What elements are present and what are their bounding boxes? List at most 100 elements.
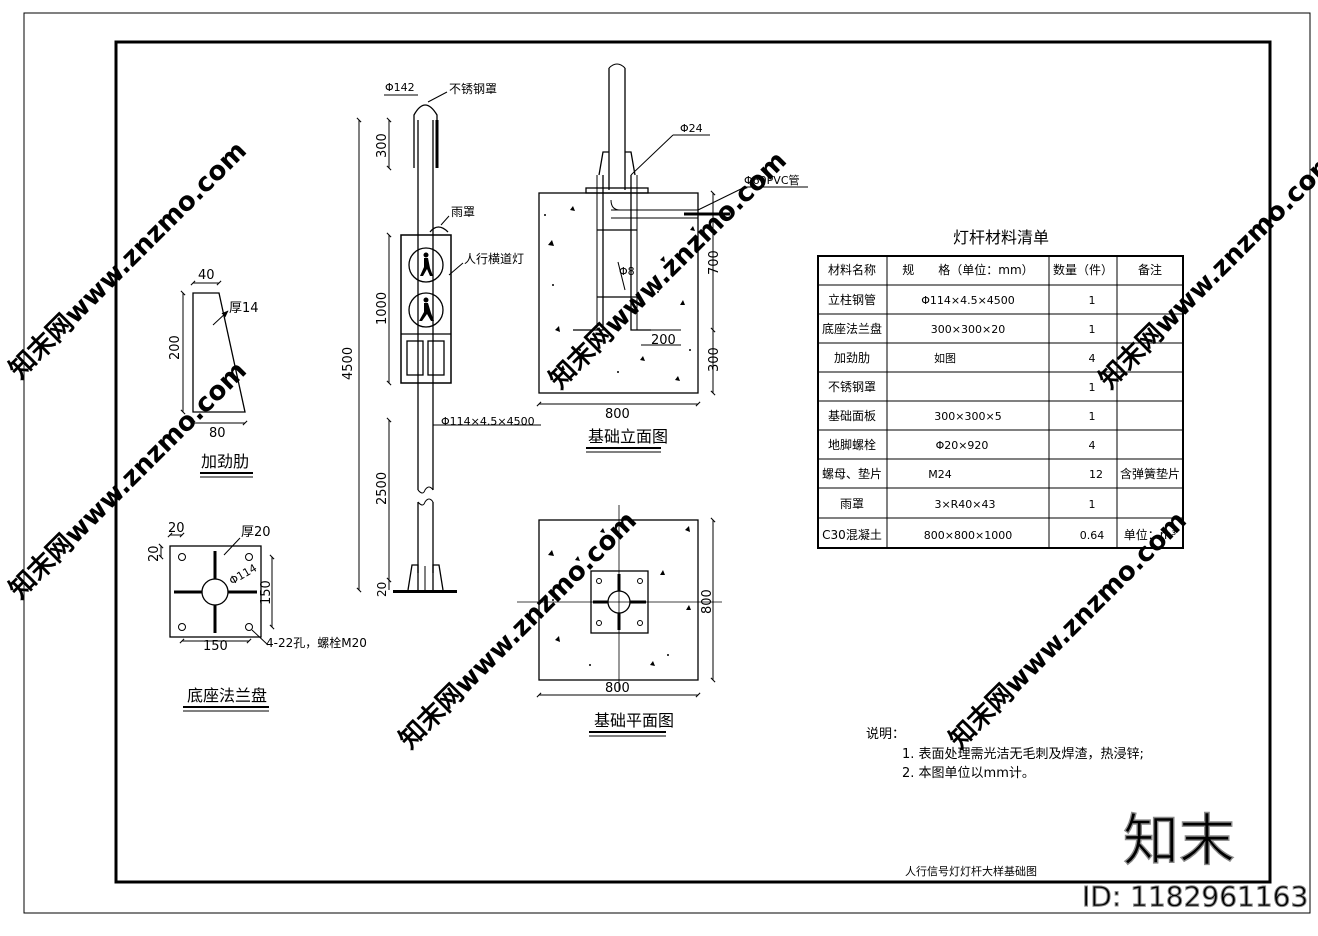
label-rebar: Φ8 xyxy=(619,265,635,278)
dim-top: 300 xyxy=(375,133,390,158)
cell-qty: 1 xyxy=(1089,294,1096,307)
col-header: 备注 xyxy=(1138,262,1162,277)
label-steel-cover: 不锈钢罩 xyxy=(449,82,497,96)
table-row: 基础面板 300×300×5 1 xyxy=(828,409,1096,423)
pole-base-plate xyxy=(393,590,457,593)
table-row: 地脚螺栓 Φ20×920 4 xyxy=(828,437,1096,452)
svg-text:知末: 知末 xyxy=(1123,809,1235,874)
cell-spec: 300×300×5 xyxy=(934,410,1001,423)
table-row: 立柱钢管 Φ114×4.5×4500 1 xyxy=(828,292,1096,307)
materials-title: 灯杆材料清单 xyxy=(953,228,1049,247)
cell-note: 单位：m³ xyxy=(1124,527,1177,542)
dim-depth-bottom: 300 xyxy=(707,347,722,372)
cell-qty: 4 xyxy=(1089,352,1096,365)
foundation-plan: 800 800 基础平面图 xyxy=(517,505,722,737)
note-item: 2. 本图单位以mm计。 xyxy=(902,766,1035,781)
cell-name: 雨罩 xyxy=(840,497,864,511)
col-header: 数量（件） xyxy=(1053,262,1113,277)
cell-name: 地脚螺栓 xyxy=(828,437,876,452)
foundation-elevation-title: 基础立面图 xyxy=(588,427,668,446)
sheet-title: 人行信号灯灯杆大样基础图 xyxy=(905,864,1037,878)
cell-qty: 1 xyxy=(1089,498,1096,511)
cell-name: C30混凝土 xyxy=(822,527,882,542)
cell-note: 含弹簧垫片 xyxy=(1120,466,1180,481)
cell-qty: 1 xyxy=(1089,323,1096,336)
flange-holes-note: 4-22孔，螺栓M20 xyxy=(266,635,367,650)
flange-dim-x: 20 xyxy=(168,521,185,536)
label-ped-light: 人行横道灯 xyxy=(464,252,524,266)
countdown-digit-right xyxy=(427,340,445,376)
flange-thickness: 厚20 xyxy=(241,525,271,540)
countdown-digit-left xyxy=(406,340,424,376)
concrete-block-plan xyxy=(538,519,699,681)
cell-name: 立柱钢管 xyxy=(828,292,876,307)
stiffener-rib-drawing: 40 200 80 厚14 加劲肋 xyxy=(168,268,259,478)
table-row: C30混凝土 800×800×1000 0.64 单位：m³ xyxy=(822,527,1176,542)
cell-spec: 如图 xyxy=(934,351,956,365)
flange-dim-y: 20 xyxy=(147,545,162,562)
cell-name: 基础面板 xyxy=(828,409,876,423)
dim-hook: 200 xyxy=(651,333,676,348)
cell-spec: M24 xyxy=(928,468,952,481)
label-pvc-pipe: Φ60PVC管 xyxy=(744,173,800,187)
cell-spec: Φ114×4.5×4500 xyxy=(921,294,1015,307)
table-row: 加劲肋 如图 4 xyxy=(834,350,1096,365)
plan-width-dim: 800 xyxy=(605,681,630,696)
rain-cover-shape xyxy=(429,226,449,233)
note-item: 1. 表面处理需光洁无毛刺及焊渣，热浸锌; xyxy=(902,746,1144,762)
rib-height: 200 xyxy=(168,335,183,360)
steel-cover xyxy=(413,104,438,168)
flange-width-dim: 150 xyxy=(203,639,228,654)
dim-light: 1000 xyxy=(375,292,390,325)
dim-base: 20 xyxy=(375,582,389,597)
cell-spec: 300×300×20 xyxy=(931,323,1005,336)
cell-qty: 0.64 xyxy=(1080,529,1105,542)
table-row: 螺母、垫片 M24 12 含弹簧垫片 xyxy=(822,466,1180,481)
dim-foundation-width: 800 xyxy=(605,407,630,422)
notes-heading: 说明： xyxy=(866,727,905,742)
table-row: 底座法兰盘 300×300×20 1 xyxy=(822,321,1096,336)
bolt-hole-br xyxy=(245,623,253,631)
dim-total-height: 4500 xyxy=(341,347,356,380)
bolt-hole-bl xyxy=(178,623,186,631)
cell-qty: 12 xyxy=(1089,468,1103,481)
flange-plate xyxy=(169,545,262,638)
svg-text:知末网www.znzmo.com: 知末网www.znzmo.com xyxy=(944,506,1193,755)
label-bolt-dia: Φ24 xyxy=(680,122,703,135)
rib-title: 加劲肋 xyxy=(201,452,249,471)
label-top-dia: Φ142 xyxy=(385,81,415,94)
pole-elevation: 4500 300 1000 2500 20 Φ142 不锈钢罩 雨罩 人行横道灯… xyxy=(341,81,541,597)
cell-spec: 3×R40×43 xyxy=(934,498,995,511)
flange-center-hole xyxy=(201,578,229,606)
rib-thickness: 厚14 xyxy=(229,301,259,316)
rib-bottom-width: 80 xyxy=(209,426,226,441)
walk-figure-icon-top xyxy=(420,252,433,276)
col-header: 规 格（单位：mm） xyxy=(902,262,1033,277)
cell-spec: 800×800×1000 xyxy=(924,529,1012,542)
cell-qty: 4 xyxy=(1089,439,1096,452)
foundation-elevation: 700 300 800 200 Φ24 Φ60PVC管 Φ8 基础立面图 xyxy=(536,63,808,453)
label-rain-cover: 雨罩 xyxy=(451,205,475,219)
label-pipe-spec: Φ114×4.5×4500 xyxy=(441,415,535,428)
bolt-hole-tr xyxy=(245,553,253,561)
walk-figure-icon-bottom xyxy=(419,297,434,321)
flange-title: 底座法兰盘 xyxy=(187,686,267,705)
rib-top-width: 40 xyxy=(198,268,215,283)
cell-name: 底座法兰盘 xyxy=(822,321,882,336)
drawing-id: ID: 1182961163 xyxy=(1082,880,1308,913)
brand-logo: 知末 xyxy=(1122,808,1235,874)
svg-text:知末网www.znzmo.com: 知末网www.znzmo.com xyxy=(1094,146,1318,395)
inner-frame xyxy=(114,40,1272,884)
col-header: 材料名称 xyxy=(828,262,876,277)
cell-qty: 1 xyxy=(1089,410,1096,423)
flange-dia: Φ114 xyxy=(227,562,259,588)
cell-name: 不锈钢罩 xyxy=(828,380,876,394)
table-row: 不锈钢罩 1 xyxy=(828,380,1096,394)
materials-table: 灯杆材料清单 材料名称 规 格（单位：mm） 数量（件） 备注 立柱钢管 Φ xyxy=(817,228,1184,549)
foundation-plan-title: 基础平面图 xyxy=(594,711,674,730)
svg-text:知末网www.znzmo.com: 知末网www.znzmo.com xyxy=(4,136,253,385)
cell-name: 加劲肋 xyxy=(834,350,870,365)
pedestrian-signal-housing xyxy=(400,234,452,384)
bolt-hole-tl xyxy=(178,553,186,561)
cell-spec: Φ20×920 xyxy=(936,439,989,452)
